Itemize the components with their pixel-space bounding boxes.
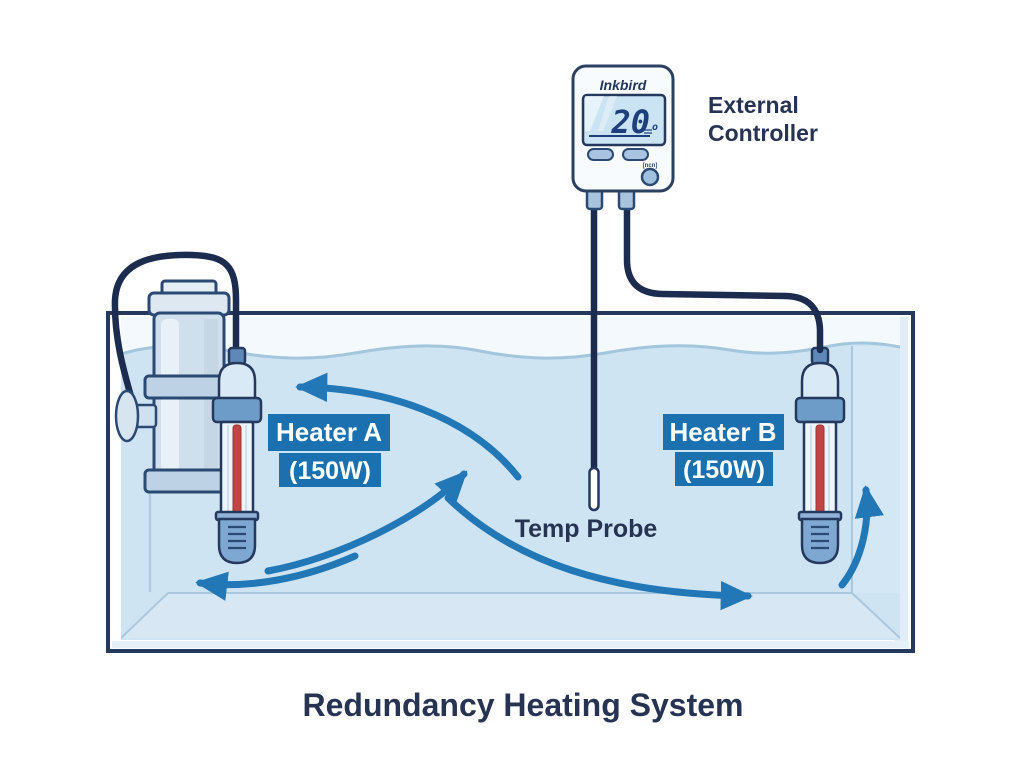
heater-a-watt-badge [279,453,381,487]
diagram-labels: External Controller Heater A (150W) Heat… [268,92,818,723]
heater-a-element [232,424,242,515]
heater-a-name-label: Heater A [276,417,382,447]
controller-brand: Inkbird [600,77,647,93]
controller-button-right[interactable] [622,148,649,161]
controller-set-button[interactable] [640,167,660,187]
external-controller-caption-line2: Controller [708,120,818,146]
lcd-degree-mark: o [652,122,658,133]
flow-arrow-lower-right [444,494,753,611]
lcd-temperature-value: 20 [610,103,650,141]
heater-a-dome [217,361,257,403]
filter-canister [143,279,235,592]
heater-a-cable [111,251,240,412]
heater-b-dome [800,361,840,403]
temp-probe-label: Temp Probe [515,515,658,543]
heater-b-cable [623,202,824,354]
lcd-sheen [585,96,604,131]
tank-floor [121,593,900,638]
heater-a [211,346,263,565]
heater-b [794,346,846,565]
heater-a-bracket [211,396,263,424]
flow-arrow-center-up [264,470,468,575]
heater-b-bracket [794,396,846,424]
flow-arrow-lower-left [195,552,359,601]
flow-arrow-right-up [838,485,884,589]
heater-b-watt-badge [675,452,773,486]
controller-button-left[interactable] [587,148,614,161]
flow-arrow-upper-left [295,372,522,481]
heater-b-name-badge [663,414,784,450]
suction-cup-holder [114,389,158,443]
controller-set-button-label: [ncn] [643,163,658,169]
external-controller-caption-line1: External [708,92,799,118]
diagram-title: Redundancy Heating System [303,687,744,723]
external-controller: Inkbird 20 o [ncn] [571,64,675,211]
heater-a-cap-ribs [228,525,246,550]
heater-b-name-label: Heater B [670,417,777,447]
heater-b-element [815,424,825,515]
heater-b-cap-ribs [811,525,829,550]
heater-a-name-badge [268,414,390,451]
heater-a-connector [227,346,247,366]
circulation-arrows [195,372,884,611]
heater-b-wattage-label: (150W) [683,456,765,484]
temp-probe-tip [588,466,600,512]
tank-glass-band-bottom [112,641,909,648]
heater-a-wattage-label: (150W) [289,457,371,485]
